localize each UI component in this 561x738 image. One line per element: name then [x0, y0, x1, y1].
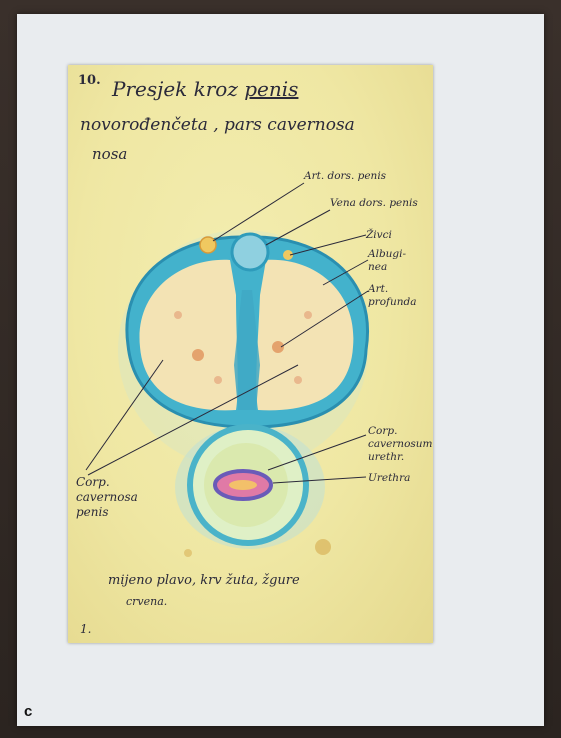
- dorsal-artery-left: [200, 237, 216, 253]
- title-line-2: novorođenčeta , pars cavernosa: [80, 115, 355, 135]
- sheet-title: Presjek kroz penis: [112, 77, 298, 101]
- title-line-3: nosa: [92, 145, 127, 163]
- vessel-dot: [304, 311, 312, 319]
- deep-artery-right: [272, 341, 284, 353]
- label-albuginea: Albugi- nea: [368, 248, 406, 274]
- illustration-sheet: 10. Presjek kroz penis novorođenčeta , p…: [68, 65, 433, 643]
- sheet-number: 10.: [78, 73, 101, 88]
- label-art-dorsalis: Art. dors. penis: [304, 170, 386, 183]
- stain-spot: [184, 549, 192, 557]
- stain-spot: [315, 539, 331, 555]
- vessel-dot: [174, 311, 182, 319]
- leader-line: [266, 210, 330, 245]
- label-urethra: Urethra: [368, 472, 410, 485]
- label-corpus-spongiosum: Corp. cavernosum urethr.: [368, 425, 433, 464]
- caption-line-1: mijeno plavo, krv žuta, žgure: [108, 573, 300, 588]
- title-underlined-word: penis: [244, 77, 298, 101]
- dorsal-vein: [232, 234, 268, 270]
- urethra-core: [229, 480, 257, 490]
- vessel-dot: [294, 376, 302, 384]
- panel-letter: c: [24, 703, 32, 720]
- label-corpora-cavernosa: Corp. cavernosa penis: [76, 475, 138, 520]
- label-zivci: Živci: [366, 229, 392, 242]
- label-vena-dorsalis: Vena dors. penis: [330, 197, 418, 210]
- page-mark: 1.: [80, 622, 91, 636]
- label-art-profunda: Art. profunda: [368, 283, 416, 309]
- title-prefix: Presjek kroz: [112, 77, 238, 101]
- deep-artery-left: [192, 349, 204, 361]
- vessel-dot: [214, 376, 222, 384]
- caption-line-2: crvena.: [126, 595, 167, 608]
